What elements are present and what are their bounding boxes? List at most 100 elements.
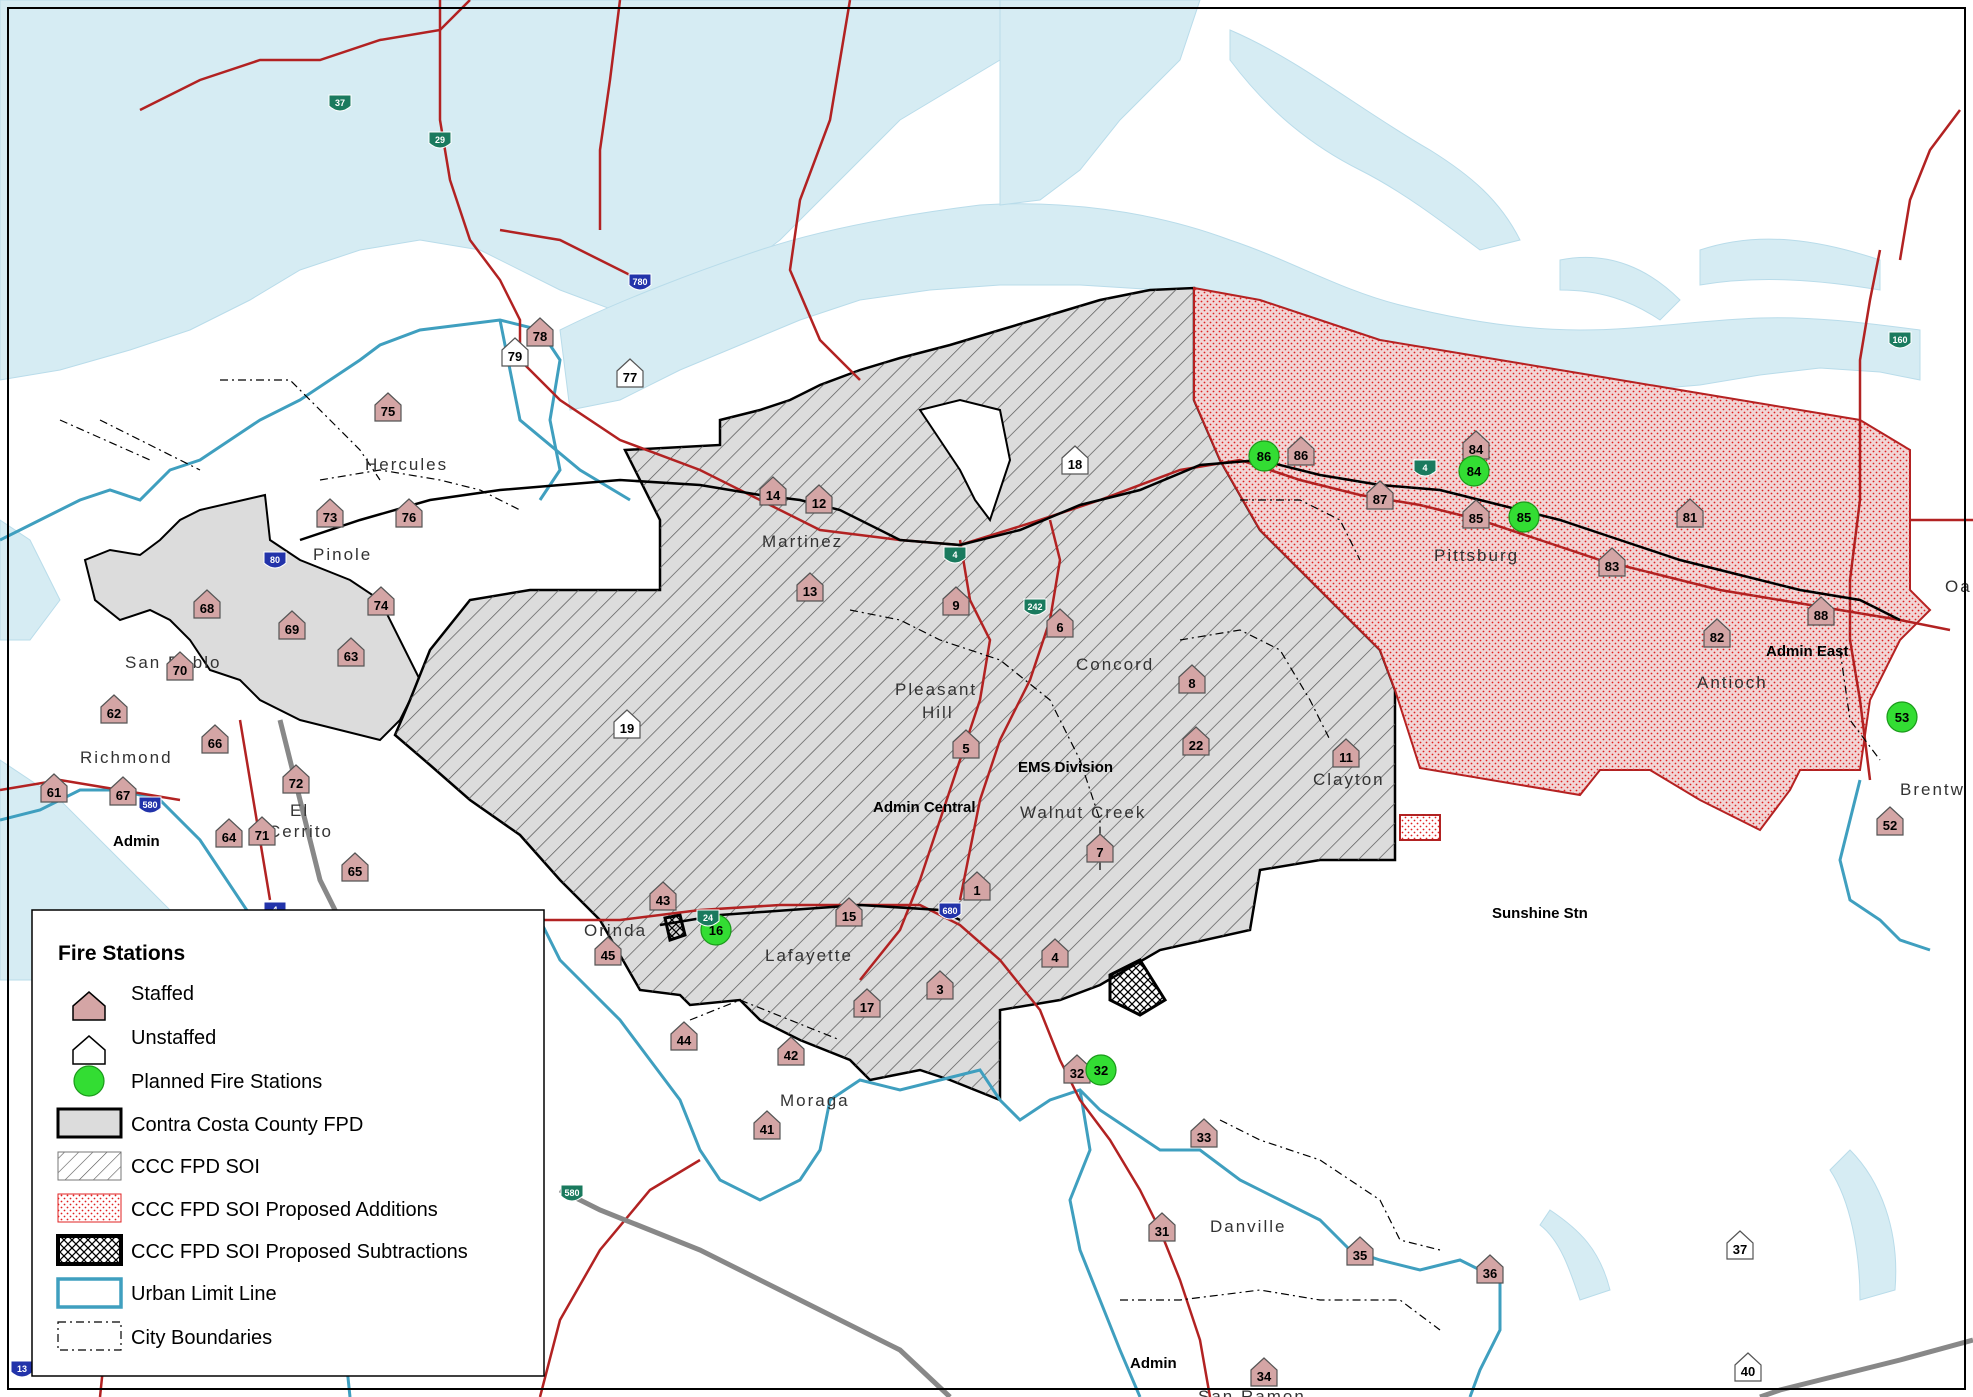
station-marker[interactable]: 33 — [1190, 1118, 1218, 1148]
station-marker[interactable]: 12 — [805, 484, 833, 514]
station-marker[interactable]: 1 — [963, 871, 991, 901]
legend-label-unstaffed: Unstaffed — [131, 1027, 216, 1049]
station-house-icon — [282, 764, 310, 794]
station-marker[interactable]: 32 — [1063, 1054, 1091, 1084]
station-marker[interactable]: 31 — [1148, 1212, 1176, 1242]
station-marker[interactable]: 67 — [109, 776, 137, 806]
station-marker[interactable]: 35 — [1346, 1236, 1374, 1266]
station-marker[interactable]: 68 — [193, 589, 221, 619]
station-marker[interactable]: 86 — [1287, 436, 1315, 466]
station-marker[interactable]: 73 — [316, 498, 344, 528]
planned-station-dot — [1458, 455, 1490, 487]
planned-station-marker[interactable]: 32 — [1085, 1054, 1117, 1086]
station-number: 66 — [208, 736, 222, 751]
station-house-icon — [1598, 547, 1626, 577]
station-number: 5 — [962, 741, 969, 756]
station-marker[interactable]: 62 — [100, 694, 128, 724]
highway-shield-icon: 680 — [938, 902, 962, 920]
station-house-icon — [1250, 1357, 1278, 1387]
station-marker[interactable]: 81 — [1676, 498, 1704, 528]
station-marker[interactable]: 84 — [1462, 430, 1490, 460]
station-marker[interactable]: 74 — [367, 586, 395, 616]
station-marker[interactable]: 77 — [616, 358, 644, 388]
station-marker[interactable]: 65 — [341, 852, 369, 882]
station-marker[interactable]: 43 — [649, 881, 677, 911]
planned-station-marker[interactable]: 86 — [1248, 440, 1280, 472]
station-number: 76 — [402, 510, 416, 525]
station-house-icon — [109, 776, 137, 806]
station-number: 31 — [1155, 1224, 1169, 1239]
station-marker[interactable]: 78 — [526, 317, 554, 347]
station-marker[interactable]: 66 — [201, 724, 229, 754]
station-marker[interactable]: 83 — [1598, 547, 1626, 577]
station-marker[interactable]: 36 — [1476, 1254, 1504, 1284]
station-number: 13 — [803, 584, 817, 599]
station-marker[interactable]: 82 — [1703, 618, 1731, 648]
station-house-icon — [215, 818, 243, 848]
planned-station-marker[interactable]: 53 — [1886, 701, 1918, 733]
place-labels: Hercules Pinole San Pablo Richmond El Ce… — [80, 455, 1970, 1397]
station-marker[interactable]: 75 — [374, 392, 402, 422]
station-house-icon — [1346, 1236, 1374, 1266]
station-house-icon — [1041, 938, 1069, 968]
station-marker[interactable]: 14 — [759, 476, 787, 506]
station-marker[interactable]: 3 — [926, 970, 954, 1000]
station-marker[interactable]: 72 — [282, 764, 310, 794]
station-marker[interactable]: 19 — [613, 709, 641, 739]
station-marker[interactable]: 45 — [594, 936, 622, 966]
station-marker[interactable]: 76 — [395, 498, 423, 528]
station-marker[interactable]: 61 — [40, 773, 68, 803]
legend-swatch-planned — [73, 1065, 105, 1097]
station-marker[interactable]: 4 — [1041, 938, 1069, 968]
station-marker[interactable]: 7 — [1086, 833, 1114, 863]
station-marker[interactable]: 41 — [753, 1110, 781, 1140]
station-marker[interactable]: 71 — [248, 816, 276, 846]
station-marker[interactable]: 8 — [1178, 664, 1206, 694]
station-marker[interactable]: 11 — [1332, 738, 1360, 768]
station-marker[interactable]: 15 — [835, 897, 863, 927]
station-house-icon — [1476, 1254, 1504, 1284]
highway-shield-shape — [263, 551, 287, 569]
planned-station-marker[interactable]: 84 — [1458, 455, 1490, 487]
station-marker[interactable]: 34 — [1250, 1357, 1278, 1387]
station-marker[interactable]: 42 — [777, 1036, 805, 1066]
station-marker[interactable]: 9 — [942, 586, 970, 616]
station-number: 35 — [1353, 1248, 1367, 1263]
station-number: 73 — [323, 510, 337, 525]
station-marker[interactable]: 5 — [952, 729, 980, 759]
place-el-cerrito-1: El — [290, 801, 309, 820]
station-marker[interactable]: 17 — [853, 988, 881, 1018]
station-house-icon — [193, 589, 221, 619]
station-marker[interactable]: 88 — [1807, 596, 1835, 626]
station-house-icon — [942, 586, 970, 616]
highway-number: 242 — [1027, 602, 1042, 612]
station-marker[interactable]: 6 — [1046, 608, 1074, 638]
station-house-icon — [952, 729, 980, 759]
station-marker[interactable]: 52 — [1876, 806, 1904, 836]
station-marker[interactable]: 64 — [215, 818, 243, 848]
station-marker[interactable]: 63 — [337, 637, 365, 667]
planned-station-number: 86 — [1257, 449, 1271, 464]
station-number: 84 — [1469, 442, 1484, 457]
station-marker[interactable]: 79 — [501, 337, 529, 367]
highway-shield-shape — [560, 1184, 584, 1202]
station-house-icon — [1366, 480, 1394, 510]
station-marker[interactable]: 44 — [670, 1021, 698, 1051]
station-marker[interactable]: 13 — [796, 572, 824, 602]
station-marker[interactable]: 69 — [278, 610, 306, 640]
station-marker[interactable]: 37 — [1726, 1230, 1754, 1260]
station-marker[interactable]: 87 — [1366, 480, 1394, 510]
station-marker[interactable]: 85 — [1462, 499, 1490, 529]
planned-station-marker[interactable]: 85 — [1508, 501, 1540, 533]
station-marker[interactable]: 22 — [1182, 726, 1210, 756]
station-number: 78 — [533, 329, 547, 344]
highway-number: 37 — [335, 98, 345, 108]
station-marker[interactable]: 18 — [1061, 445, 1089, 475]
station-house-icon — [759, 476, 787, 506]
station-number: 12 — [812, 496, 826, 511]
station-house-icon — [926, 970, 954, 1000]
station-marker[interactable]: 40 — [1734, 1352, 1762, 1382]
station-house-icon — [616, 358, 644, 388]
station-marker[interactable]: 70 — [166, 651, 194, 681]
